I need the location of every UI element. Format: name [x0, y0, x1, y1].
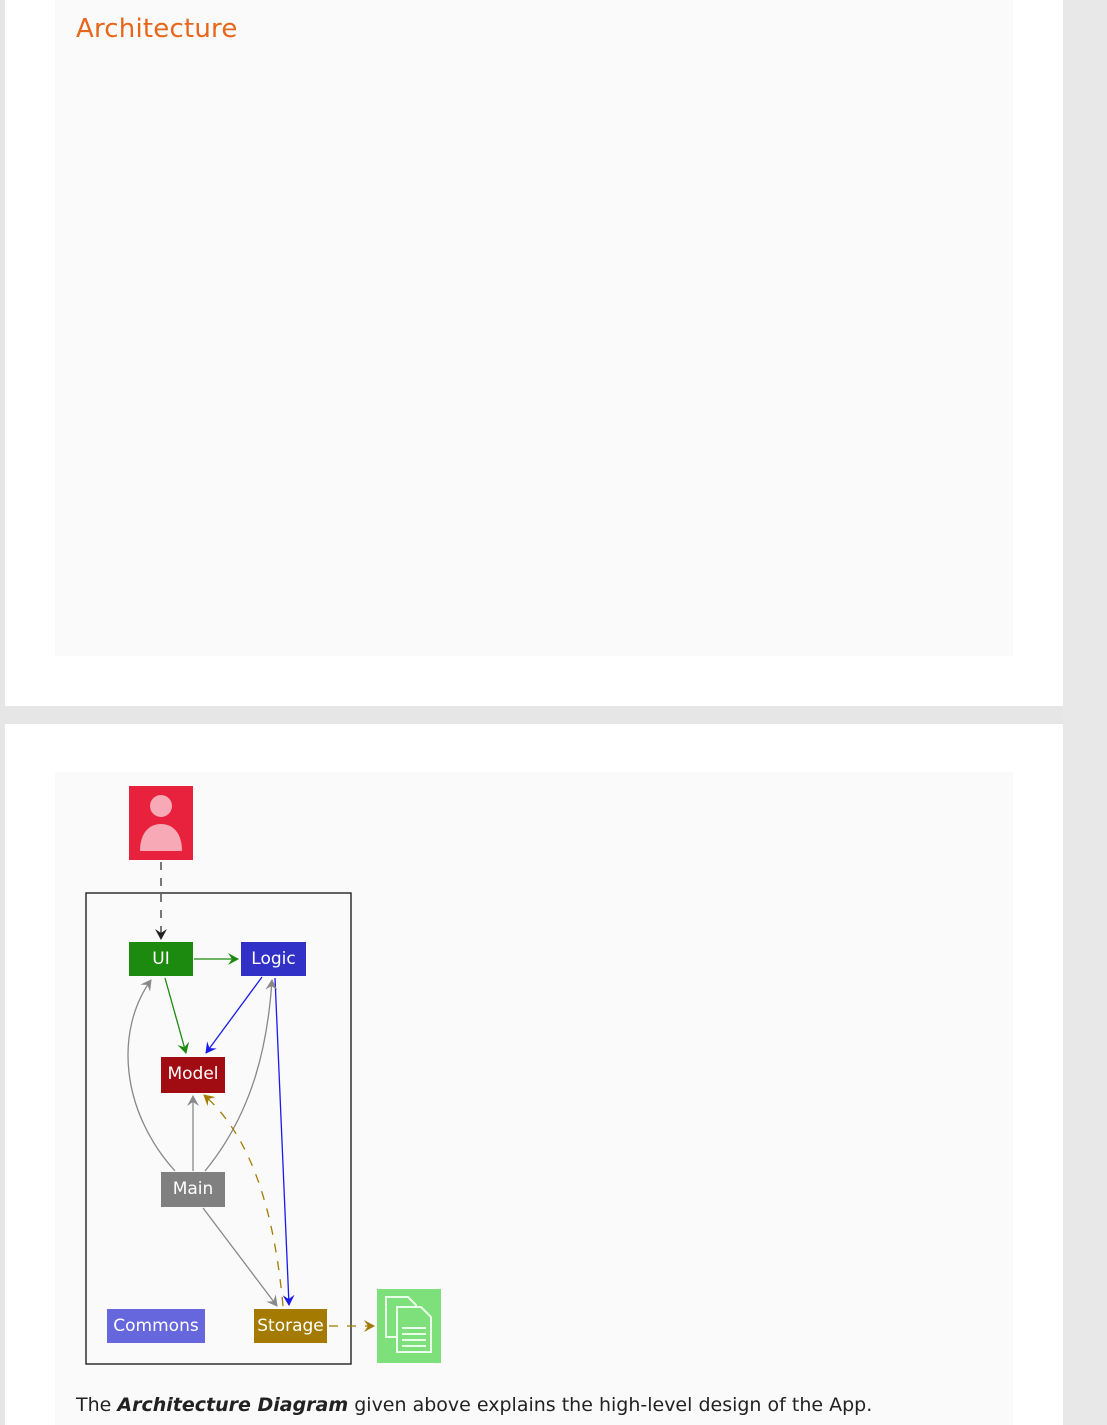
- logic-box: [241, 942, 306, 976]
- top-card: [5, 0, 1063, 706]
- ui-to-model-arrow: [164, 977, 190, 1054]
- commons-box: [107, 1309, 205, 1343]
- storage-to-model-arrow: [203, 1094, 284, 1307]
- commons-label: Commons: [113, 1316, 199, 1336]
- main-label: Main: [172, 1179, 214, 1199]
- section-heading: Architecture: [76, 14, 238, 44]
- logic-to-storage-arrow: [274, 977, 295, 1306]
- caption-prefix: The: [76, 1394, 118, 1416]
- main-box: [161, 1172, 225, 1207]
- logic-to-model-arrow: [205, 976, 263, 1054]
- app-boundary: [85, 892, 352, 1365]
- main-to-logic-arrow: [204, 979, 278, 1172]
- caption-emphasis: Architecture Diagram: [117, 1394, 349, 1416]
- storage-box: [254, 1309, 327, 1343]
- model-box: [161, 1057, 225, 1093]
- caption-suffix: given above explains the high-level desi…: [348, 1394, 873, 1416]
- image-placeholder-panel: [55, 0, 1013, 656]
- page-gutter: [1063, 0, 1107, 1425]
- ui-box: [129, 942, 193, 976]
- ui-label: UI: [152, 949, 170, 969]
- main-to-storage-arrow: [202, 1207, 278, 1307]
- logic-label: Logic: [251, 949, 296, 969]
- user-icon: [129, 786, 193, 860]
- storage-label: Storage: [257, 1316, 324, 1336]
- file-icon: [377, 1289, 441, 1363]
- main-to-ui-arrow: [127, 979, 176, 1172]
- diagram-caption: The Architecture Diagram given above exp…: [76, 1394, 872, 1416]
- model-label: Model: [167, 1064, 219, 1084]
